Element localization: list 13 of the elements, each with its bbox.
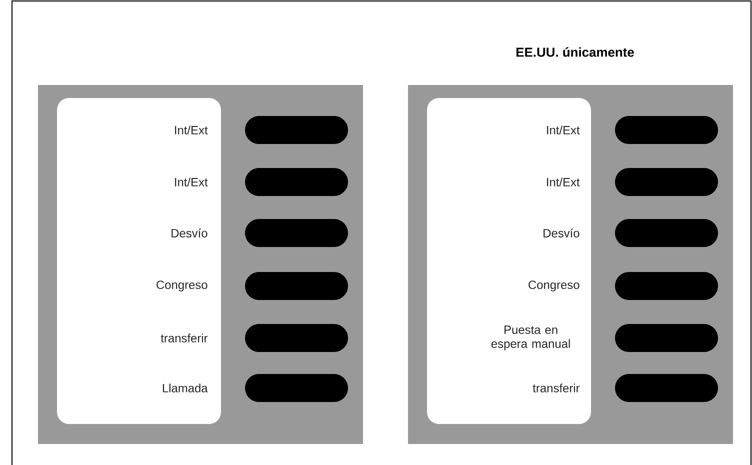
button-label: Int/Ext: [175, 178, 208, 186]
button-label: Congreso: [156, 280, 208, 292]
button-label: Congreso: [528, 280, 580, 292]
heading: EE.UU. únicamente: [516, 47, 634, 57]
button-label: Int/Ext: [547, 178, 580, 186]
button-label: Desvío: [544, 228, 580, 238]
button-label: Int/Ext: [175, 126, 208, 134]
button-label: Int/Ext: [547, 126, 580, 134]
button-label: Llamada: [162, 384, 208, 392]
button-label: Puesta en espera manual: [491, 326, 570, 350]
button-label: Desvío: [172, 228, 208, 238]
button-label: transferir: [532, 384, 580, 392]
button-label: transferir: [160, 334, 208, 342]
